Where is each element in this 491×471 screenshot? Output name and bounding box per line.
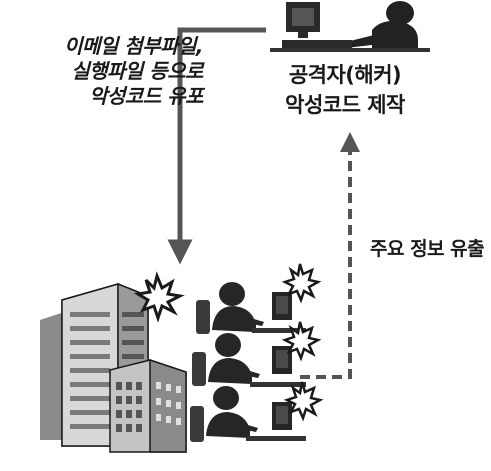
distribution-label-line-2: 실행파일 등으로 bbox=[71, 59, 203, 83]
distribution-method-label: 이메일 첨부파일, 실행파일 등으로 악성코드 유포 bbox=[18, 34, 203, 109]
attacker-role-label: 악성코드 제작 bbox=[285, 93, 405, 117]
distribution-label-line-1: 이메일 첨부파일, bbox=[64, 34, 203, 58]
office-building-icon bbox=[40, 271, 187, 453]
exfiltration-label: 주요 정보 유출 bbox=[370, 238, 485, 260]
hacker-at-computer-icon bbox=[270, 1, 430, 52]
infected-worker-icon bbox=[192, 321, 322, 387]
infected-worker-icon bbox=[196, 263, 322, 334]
attacker-title-label: 공격자(해커) bbox=[288, 63, 402, 87]
infection-burst-icon bbox=[133, 271, 185, 323]
infected-worker-icon bbox=[190, 381, 324, 442]
distribution-label-line-3: 악성코드 유포 bbox=[89, 84, 203, 108]
exfiltration-arrow bbox=[300, 132, 360, 379]
distribution-arrow bbox=[167, 27, 266, 265]
